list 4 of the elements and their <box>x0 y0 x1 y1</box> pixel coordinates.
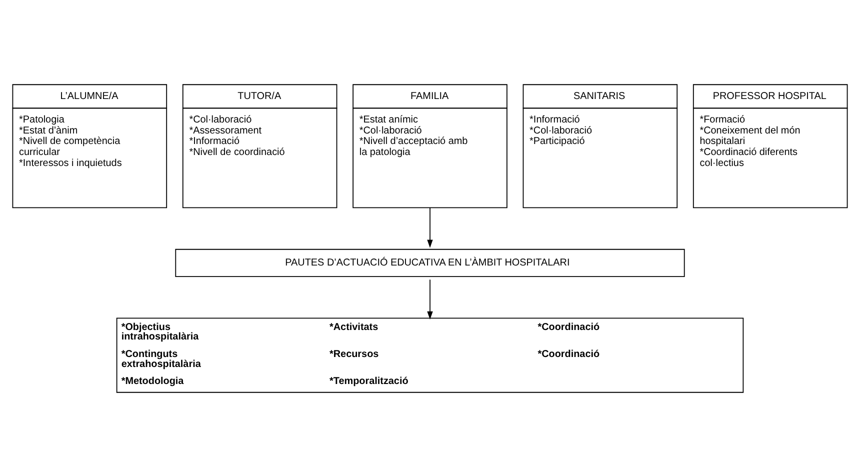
node-box: *Objectius intrahospitalària *Activitats *Coordinació *Continguts extrahospitalària *Recursos *Coordinació *Metodologia *Temporalització <box>116 317 744 392</box>
node-box: PAUTES D’ACTUACIÓ EDUCATIVA EN L’ÀMBIT HOSPITALARI <box>175 248 685 276</box>
arrow <box>427 206 433 248</box>
arrow <box>427 278 433 319</box>
